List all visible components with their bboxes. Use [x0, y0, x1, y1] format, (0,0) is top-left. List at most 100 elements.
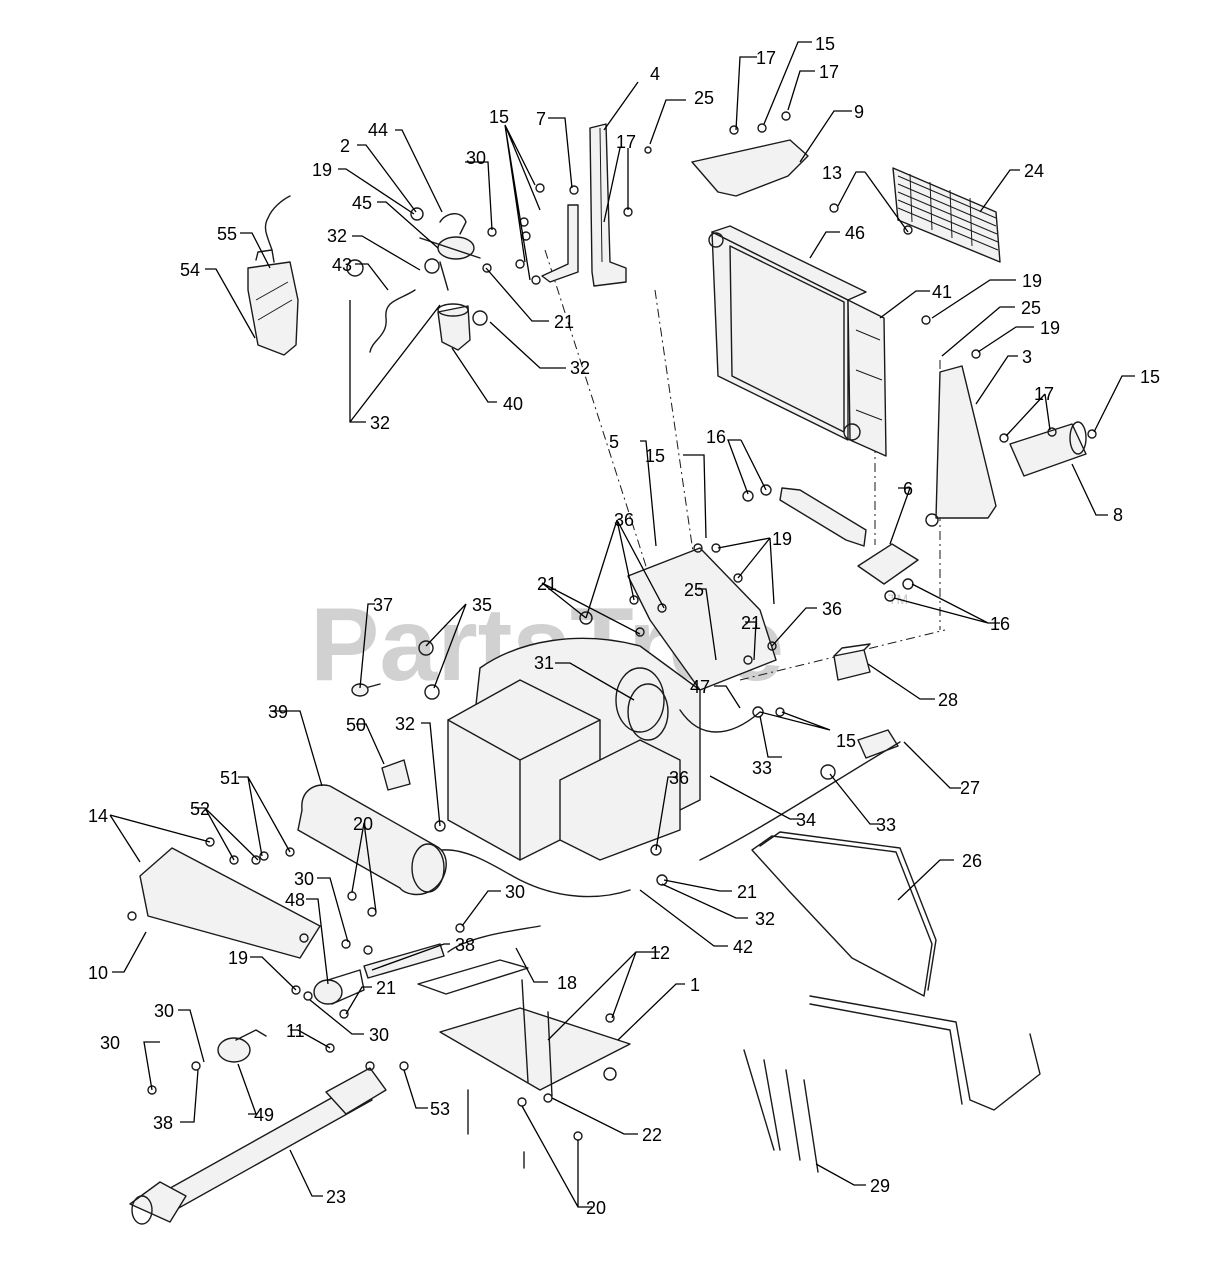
part-34-cable: [699, 741, 901, 861]
callout-25: 25: [684, 580, 704, 600]
part-2-fitting: [410, 207, 424, 221]
callout-labels: 4 25 15 7 17 44 2 30 19 45 32 55 54 43 2…: [88, 34, 1160, 1218]
callout-26: 26: [962, 851, 982, 871]
callout-30: 30: [505, 882, 525, 902]
callout-6: 6: [903, 479, 913, 499]
callout-19: 19: [312, 160, 332, 180]
part-27-switch: [857, 729, 899, 759]
callout-17: 17: [616, 132, 636, 152]
callout-23: 23: [326, 1187, 346, 1207]
callout-17: 17: [1034, 384, 1054, 404]
callout-30: 30: [294, 869, 314, 889]
callout-28: 28: [938, 690, 958, 710]
part-47-upper-hose: [679, 709, 761, 733]
part-50-clamp: [381, 759, 411, 791]
part-16-lower-bracket: [742, 484, 867, 547]
callout-51: 51: [220, 768, 240, 788]
callout-37: 37: [373, 595, 393, 615]
callout-32: 32: [570, 358, 590, 378]
callout-34: 34: [796, 810, 816, 830]
part-42-exhaust-pipe: [441, 849, 631, 898]
part-48-coupler: [313, 969, 365, 1005]
callout-38: 38: [455, 935, 475, 955]
callout-54: 54: [180, 260, 200, 280]
callout-45: 45: [352, 193, 372, 213]
callout-24: 24: [1024, 161, 1044, 181]
part-1-base-plate: [417, 959, 631, 1097]
callout-19: 19: [1040, 318, 1060, 338]
callout-16: 16: [706, 427, 726, 447]
callout-16: 16: [990, 614, 1010, 634]
part-49-bushing: [217, 1029, 267, 1063]
callout-42: 42: [733, 937, 753, 957]
callout-15: 15: [645, 446, 665, 466]
part-7-support-strut: [541, 204, 579, 283]
callout-38: 38: [153, 1113, 173, 1133]
part-28-solenoid: [833, 643, 871, 681]
callout-21: 21: [376, 978, 396, 998]
part-41-radiator-core-side: [843, 299, 887, 457]
callout-15: 15: [1140, 367, 1160, 387]
callout-55: 55: [217, 224, 237, 244]
callout-9: 9: [854, 102, 864, 122]
callout-40: 40: [503, 394, 523, 414]
part-45-thermostat-cover: [419, 236, 481, 291]
part-3-side-support: [925, 365, 997, 527]
callout-21: 21: [737, 882, 757, 902]
callout-17: 17: [819, 62, 839, 82]
callout-12: 12: [650, 943, 670, 963]
part-40-thermostat-housing: [437, 303, 471, 351]
callout-4: 4: [650, 64, 660, 84]
callout-18: 18: [557, 973, 577, 993]
callout-21: 21: [554, 312, 574, 332]
callout-36: 36: [614, 510, 634, 530]
callout-22: 22: [642, 1125, 662, 1145]
callout-1: 1: [690, 975, 700, 995]
callout-21: 21: [741, 613, 761, 633]
callout-41: 41: [932, 282, 952, 302]
callout-21: 21: [537, 574, 557, 594]
callout-53: 53: [430, 1099, 450, 1119]
callout-20: 20: [353, 814, 373, 834]
callout-33: 33: [876, 815, 896, 835]
part-54-coolant-reservoir: [247, 249, 299, 356]
callout-25: 25: [694, 88, 714, 108]
callout-33: 33: [752, 758, 772, 778]
callout-15: 15: [815, 34, 835, 54]
callout-48: 48: [285, 890, 305, 910]
part-18-cable: [447, 925, 541, 953]
callout-31: 31: [534, 653, 554, 673]
callout-32: 32: [370, 413, 390, 433]
callout-32: 32: [327, 226, 347, 246]
callout-19: 19: [772, 529, 792, 549]
part-35-nut: [418, 640, 434, 656]
part-24-oil-cooler: [892, 167, 1001, 263]
callout-32: 32: [395, 714, 415, 734]
callout-29: 29: [870, 1176, 890, 1196]
callout-30: 30: [154, 1001, 174, 1021]
callout-36: 36: [822, 599, 842, 619]
callout-3: 3: [1022, 347, 1032, 367]
callout-10: 10: [88, 963, 108, 983]
part-9-shroud-plate: [691, 139, 809, 197]
parts-artwork: [127, 111, 1097, 1225]
callout-8: 8: [1113, 505, 1123, 525]
callout-19: 19: [1022, 271, 1042, 291]
callout-15: 15: [836, 731, 856, 751]
callout-52: 52: [190, 799, 210, 819]
callout-15: 15: [489, 107, 509, 127]
callout-19: 19: [228, 948, 248, 968]
callout-32: 32: [755, 909, 775, 929]
callout-13: 13: [822, 163, 842, 183]
callout-46: 46: [845, 223, 865, 243]
leader-lines: [109, 41, 1135, 1208]
callout-25: 25: [1021, 298, 1041, 318]
part-44-hose-elbow: [439, 213, 467, 235]
part-26-belt-set: [751, 831, 1041, 1111]
callout-35: 35: [472, 595, 492, 615]
part-39-muffler: [297, 784, 447, 896]
part-29-cable-ties: [743, 1049, 819, 1173]
callout-27: 27: [960, 778, 980, 798]
engine-assembly: [447, 637, 701, 861]
callout-49: 49: [254, 1105, 274, 1125]
